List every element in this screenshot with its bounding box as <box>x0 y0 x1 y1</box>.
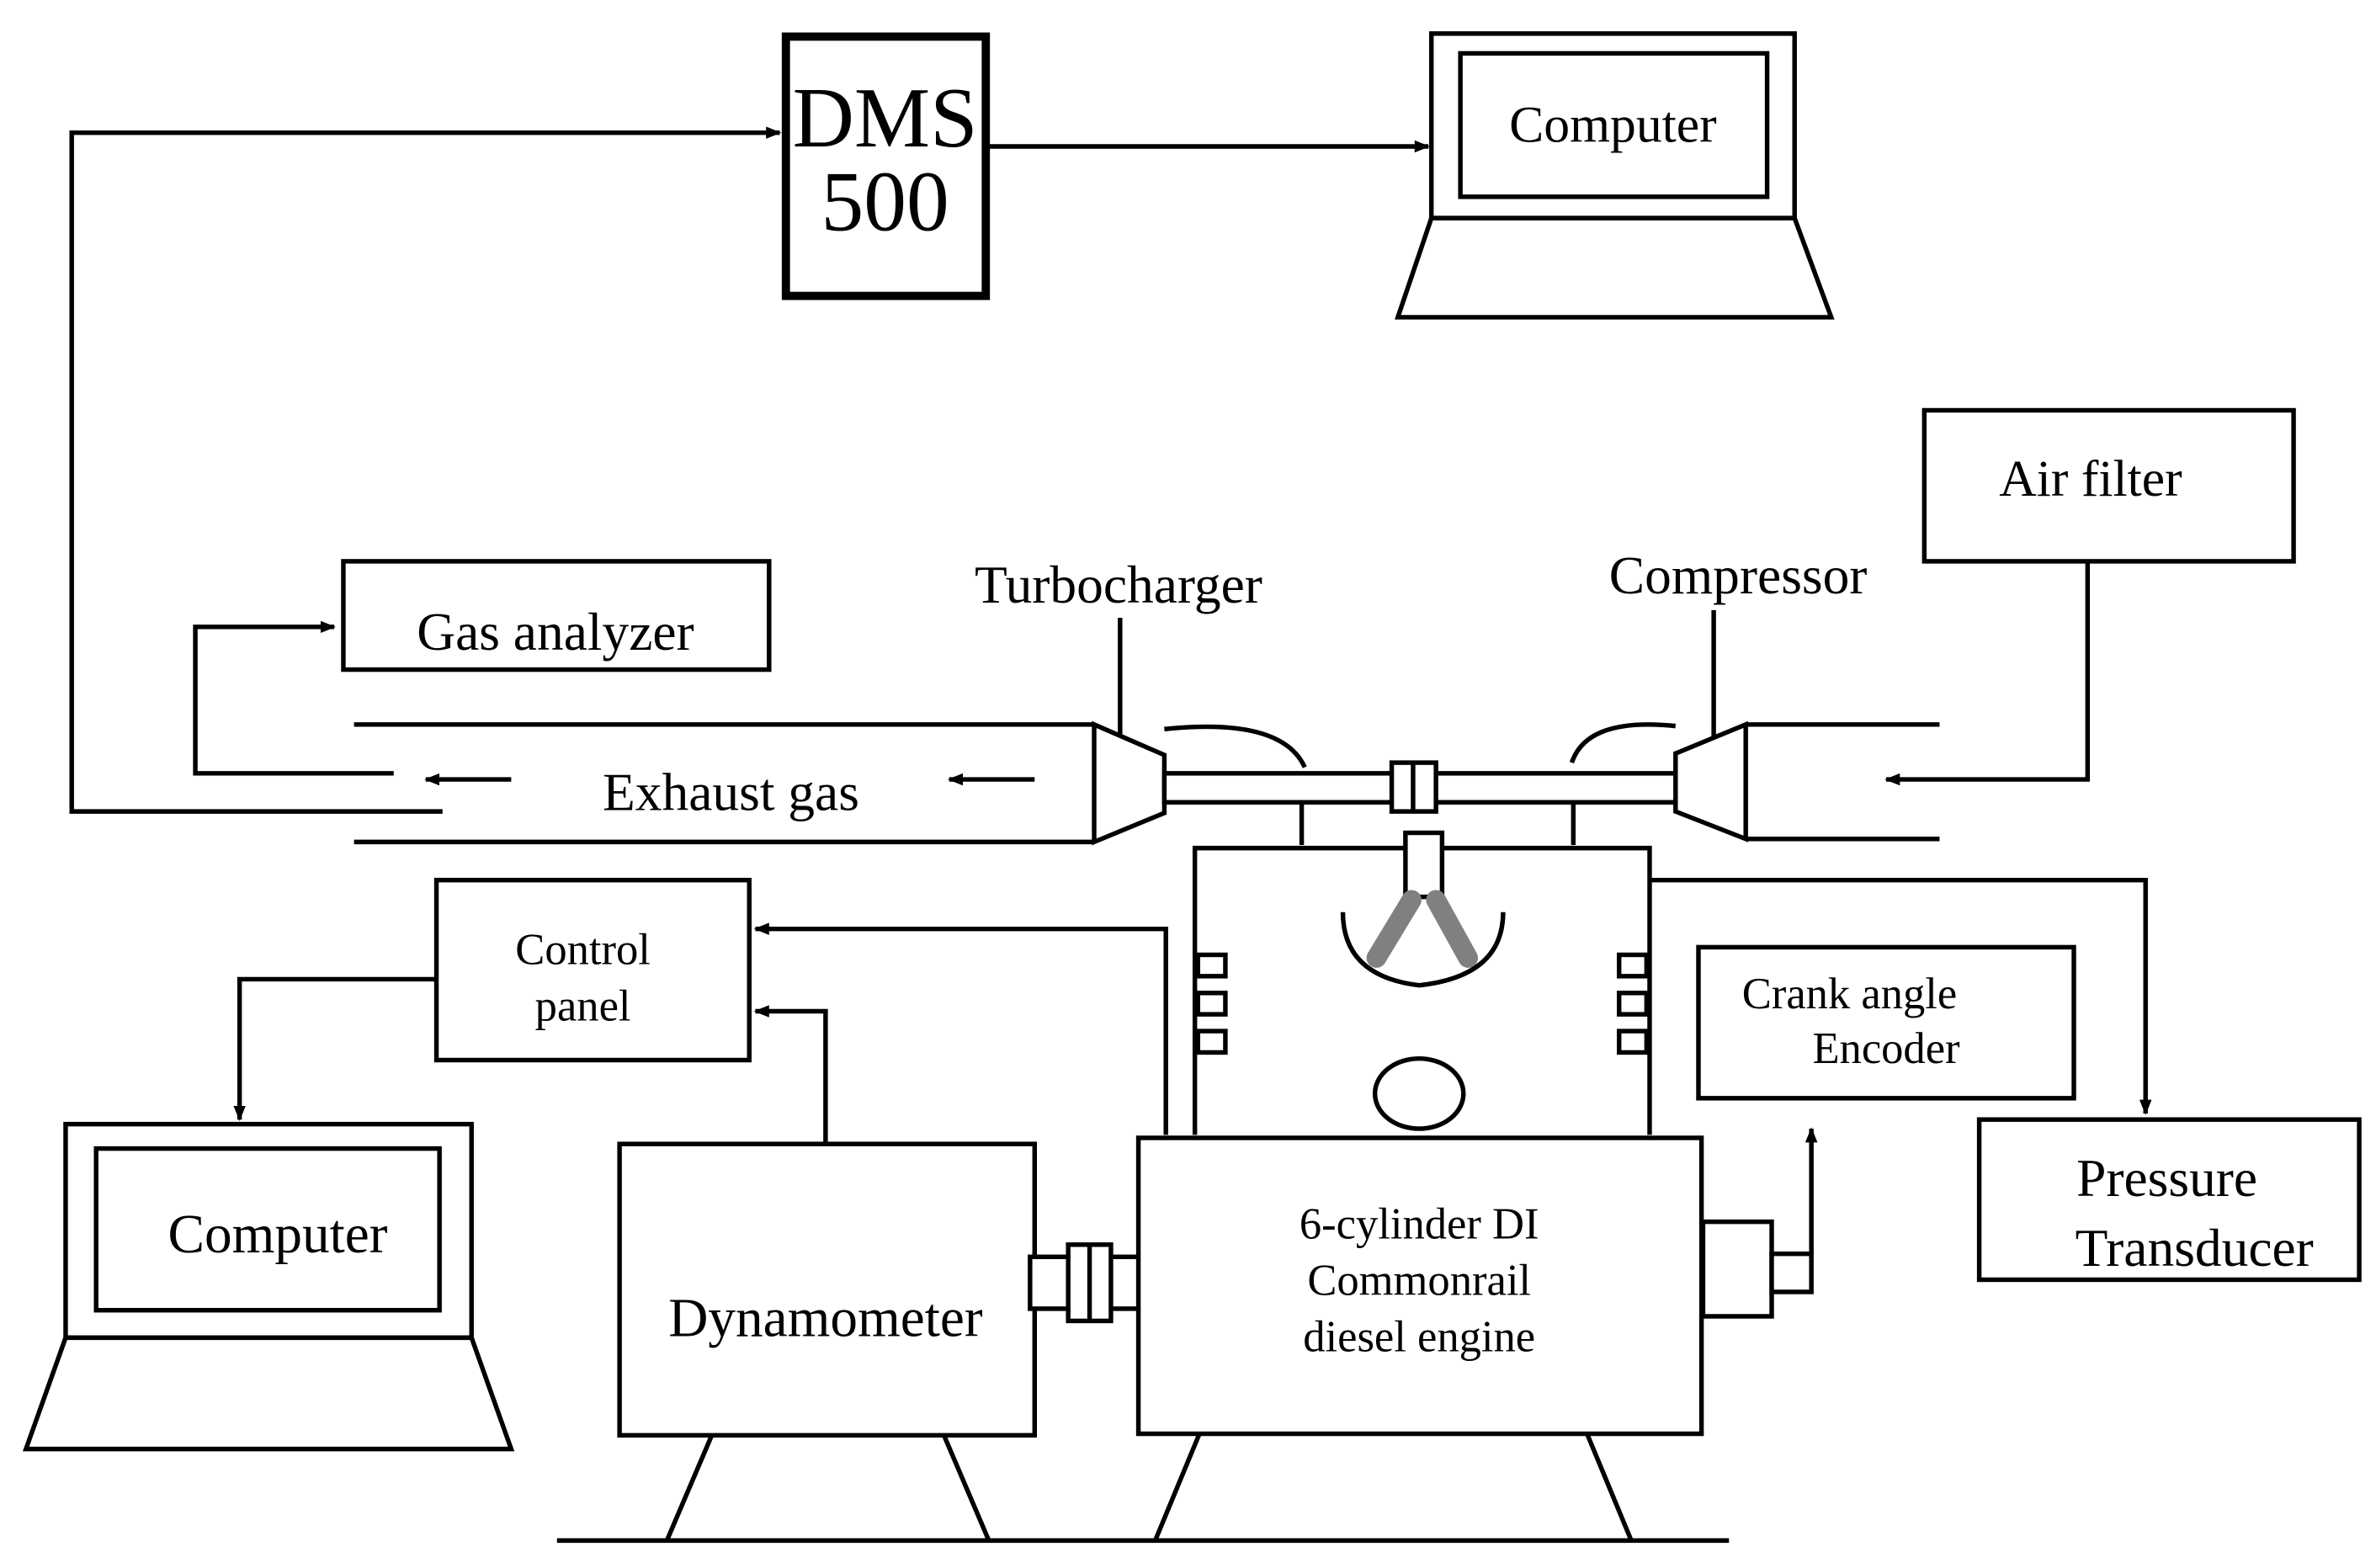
support-legs <box>664 1432 1634 1542</box>
crank-angle-encoder-label-line1: Crank angle <box>1742 970 1957 1018</box>
compressor-wheel <box>1569 720 1748 842</box>
dynamometer-to-control-panel-arrow <box>753 1005 828 1143</box>
pressure-transducer-box: Pressure Transducer <box>1976 1117 2362 1283</box>
dms-label-line1: DMS <box>793 71 978 165</box>
control-panel-box: Control panel <box>433 877 752 1063</box>
pressure-transducer-label-line2: Transducer <box>2076 1218 2314 1278</box>
dms-label-line2: 500 <box>821 155 949 249</box>
air-filter-box: Air filter <box>1922 407 2296 564</box>
exhaust-pipe <box>353 722 1094 845</box>
exhaust-gas-label: Exhaust gas <box>603 762 859 821</box>
shaft-coupling <box>1028 1242 1143 1324</box>
gas-analyzer-box: Gas analyzer <box>341 559 772 672</box>
crank-angle-encoder-box: Crank angle Encoder <box>1696 944 2076 1101</box>
computer-left-laptop-icon: Computer <box>22 1121 515 1452</box>
engine-label-line2: Commonrail <box>1307 1257 1531 1305</box>
dms-500-box: DMS 500 <box>781 32 991 300</box>
turbocharger-label: Turbocharger <box>975 555 1262 614</box>
dynamometer-box: Dynamometer <box>617 1141 1038 1438</box>
intake-pipe <box>1746 722 1940 842</box>
control-panel-label-line1: Control <box>515 925 651 974</box>
exhaust-to-gas-analyzer-arrow <box>193 620 394 776</box>
engine-block-box: 6-cylinder DI Commonrail diesel engine <box>1135 1135 1704 1437</box>
pressure-transducer-label-line1: Pressure <box>2076 1148 2257 1208</box>
engine-to-control-panel-arrow <box>753 922 1168 1135</box>
dynamometer-label: Dynamometer <box>668 1289 983 1349</box>
computer-left-label: Computer <box>167 1204 387 1265</box>
turbocharger-shaft <box>1161 760 1678 814</box>
turbine-wheel <box>1092 720 1307 846</box>
control-panel-label-line2: panel <box>535 981 631 1030</box>
compressor-label: Compressor <box>1609 545 1868 605</box>
encoder-shaft <box>1700 1219 1814 1319</box>
injector-spray-icon <box>1366 890 1422 968</box>
air-filter-to-intake-arrow <box>1884 562 2091 786</box>
crank-angle-encoder-label-line2: Encoder <box>1812 1024 1960 1073</box>
computer-top-label: Computer <box>1509 97 1717 154</box>
computer-top-laptop-icon: Computer <box>1395 31 1835 320</box>
engine-label-line1: 6-cylinder DI <box>1300 1200 1539 1249</box>
exhaust-to-dms-line <box>69 126 782 814</box>
engine-label-line3: diesel engine <box>1303 1313 1535 1362</box>
gas-analyzer-label: Gas analyzer <box>417 602 694 662</box>
air-filter-label: Air filter <box>1999 450 2182 508</box>
control-panel-to-computer-arrow <box>233 976 437 1122</box>
engine-cylinder-head <box>1192 830 1652 1135</box>
engine-to-pressure-transducer-arrow <box>1649 877 2152 1115</box>
